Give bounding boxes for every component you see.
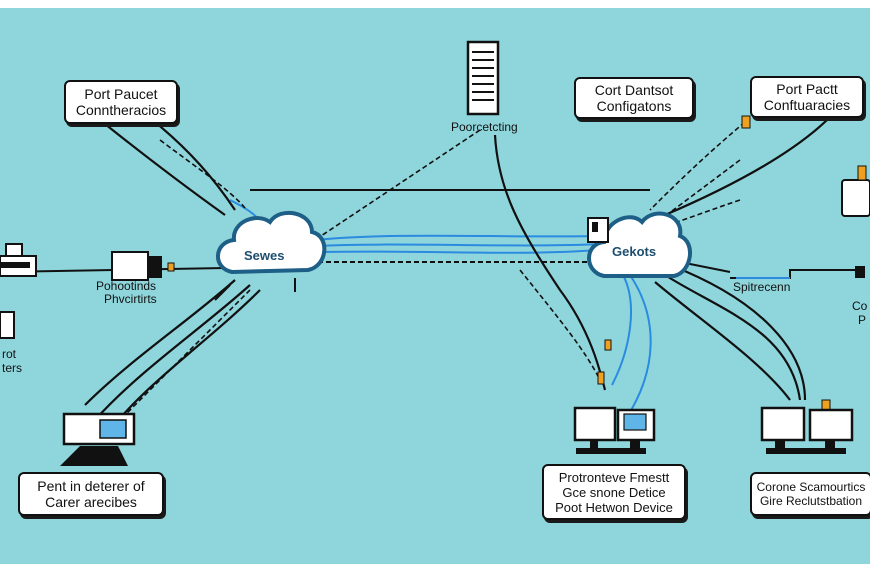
dashed-bl xyxy=(119,289,251,421)
dashed-tr-1 xyxy=(649,121,746,211)
switch-label-line-1: Pohootinds xyxy=(96,279,157,293)
label-box-bottom-center-line-2: Gce snone Detice xyxy=(562,484,666,500)
label-box-bottom-left-line-2: Carer arecibes xyxy=(45,494,137,510)
label-box-bottom-right-line-1: Corone Scamourtics xyxy=(756,480,866,494)
cable-bl-3 xyxy=(84,279,236,406)
computer-bottom-center-icon xyxy=(573,406,656,454)
label-box-bottom-center-line-3: Poot Hetwon Device xyxy=(555,499,673,515)
cable-br-2 xyxy=(664,274,802,401)
blue-link-2 xyxy=(314,243,601,247)
far-right-device-icon xyxy=(841,165,870,278)
blue-link-6 xyxy=(629,274,652,413)
far-right-label-line-2: P xyxy=(858,313,867,327)
cloud-right-label: Gekots xyxy=(612,244,657,259)
far-left-label-line-2: ters xyxy=(2,361,23,375)
far-left-router-icon xyxy=(0,243,37,339)
cable-br-3 xyxy=(669,263,807,401)
cable-br-1 xyxy=(654,281,791,401)
connector-switch xyxy=(167,262,175,272)
label-box-top-right: Port Pactt Conftuaracies xyxy=(750,76,864,118)
connector-bc-2 xyxy=(597,371,605,385)
label-box-bottom-right-line-2: Gire Reclutstbation xyxy=(759,494,863,508)
label-box-bottom-left: Pent in deterer of Carer arecibes xyxy=(18,472,164,516)
server-label: Poorcetcting xyxy=(451,120,518,134)
connector-tr xyxy=(741,115,751,129)
label-box-bottom-center-line-1: Protronteve Fmestt xyxy=(558,469,670,485)
server-icon xyxy=(466,40,500,116)
blue-link-5 xyxy=(611,269,632,386)
cable-tl-2 xyxy=(149,117,236,211)
connectors xyxy=(167,115,831,411)
label-box-top-right-line-2: Conftuaracies xyxy=(763,97,851,113)
label-box-bottom-center: Protronteve Fmestt Gce snone Detice Poot… xyxy=(542,464,686,520)
cloud-right-shape xyxy=(587,211,693,278)
dashed-bc xyxy=(519,269,601,381)
cable-bl-1 xyxy=(94,284,251,421)
cable-bl-2 xyxy=(109,289,261,431)
switch-icon xyxy=(111,251,162,281)
right-mid-line xyxy=(730,269,858,279)
switch-label-line-2: Phvcirtirts xyxy=(104,292,157,306)
dashed-server-left xyxy=(299,129,481,251)
label-box-top-center-line-2: Configatons xyxy=(596,98,672,114)
right-node-icon xyxy=(587,217,609,243)
label-box-top-left-line-2: Conntheracios xyxy=(75,102,167,118)
blue-link-1 xyxy=(314,234,601,241)
cloud-left xyxy=(214,211,327,301)
computer-bottom-right-icon xyxy=(760,406,854,454)
cable-server xyxy=(493,134,607,391)
blue-link-3 xyxy=(319,249,599,254)
connector-br xyxy=(821,399,831,411)
dashed-tl xyxy=(159,139,246,209)
label-box-top-center: Cort Dantsot Configatons xyxy=(574,77,694,119)
label-box-top-left-line-1: Port Paucet xyxy=(84,86,158,102)
cables xyxy=(84,111,836,431)
label-box-bottom-right: Corone Scamourtics Gire Reclutstbation xyxy=(750,472,870,516)
label-box-top-left: Port Paucet Conntheracios xyxy=(64,80,178,124)
cable-tr xyxy=(664,111,836,217)
cable-tl-1 xyxy=(99,119,226,216)
far-right-label-line-1: Co xyxy=(852,299,868,313)
label-box-top-right-line-1: Port Pactt xyxy=(776,81,838,97)
dashed-tr-2 xyxy=(659,159,741,221)
connector-bc-1 xyxy=(604,339,612,351)
cloud-left-shape xyxy=(216,211,327,275)
far-left-label-line-1: rot xyxy=(2,347,17,361)
cloud-right xyxy=(587,211,693,278)
label-box-bottom-left-line-1: Pent in deterer of xyxy=(37,478,145,494)
right-mid-label: Spitrecenn xyxy=(733,280,791,294)
cloud-left-leg-1 xyxy=(214,284,231,301)
label-box-top-center-line-1: Cort Dantsot xyxy=(594,82,674,98)
cloud-left-label: Sewes xyxy=(244,248,285,263)
computer-bottom-left-icon xyxy=(60,412,136,466)
